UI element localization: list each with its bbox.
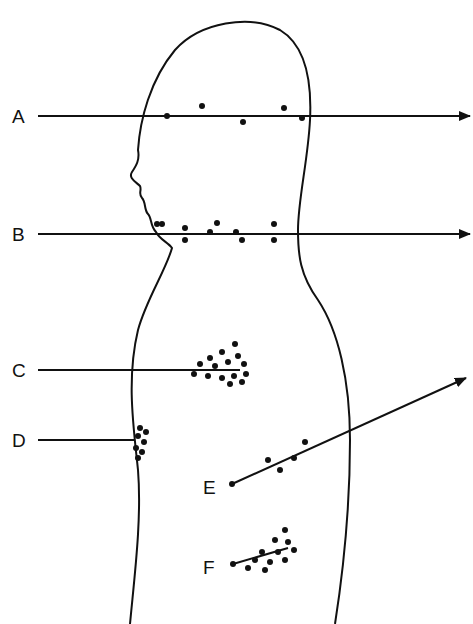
beam-line [38, 369, 240, 371]
beam-letter: D [12, 431, 26, 450]
beam-line [38, 439, 135, 441]
beam-letter: A [12, 107, 25, 126]
beam-letter: F [203, 558, 215, 577]
beam-letter: E [203, 478, 216, 497]
interaction-dots [133, 103, 308, 573]
beam-letter: B [12, 225, 25, 244]
beam-line [233, 548, 288, 564]
beam-arrow [38, 115, 470, 117]
body-outline [130, 22, 350, 624]
beam-arrow [232, 378, 466, 484]
beam-arrow [38, 233, 470, 235]
beam-letter: C [12, 361, 26, 380]
